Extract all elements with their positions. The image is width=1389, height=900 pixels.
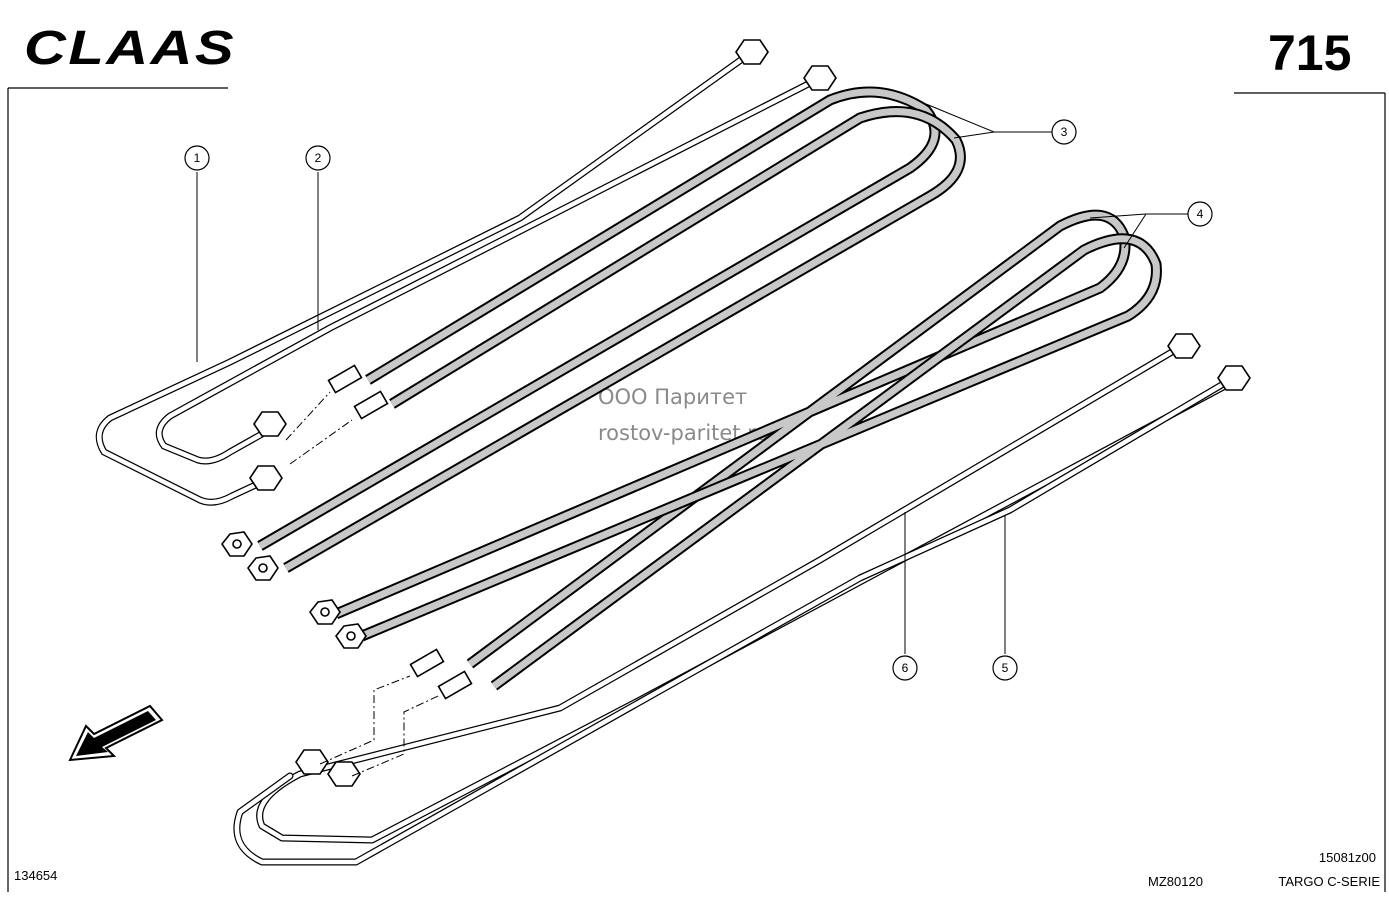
callout-3: 3 — [1051, 119, 1077, 145]
svg-text:1: 1 — [194, 151, 201, 165]
svg-text:6: 6 — [902, 661, 909, 675]
pipe-fittings-upper — [249, 39, 837, 491]
hose-3a — [257, 86, 941, 551]
pipe-2 — [155, 74, 824, 465]
direction-arrow-icon — [68, 704, 164, 762]
pipe-fittings-lower — [295, 333, 1251, 787]
leader-lines — [196, 103, 1188, 654]
sheet-number: 715 — [1268, 25, 1351, 81]
svg-text:2: 2 — [315, 151, 322, 165]
callout-5: 5 — [992, 655, 1018, 681]
hose-3b — [283, 106, 966, 573]
claas-logo: CLAAS — [24, 22, 236, 75]
figure-code: 15081z00 — [1319, 850, 1376, 865]
callout-1: 1 — [184, 145, 210, 171]
hose-3-fittings — [221, 364, 389, 581]
sheet-frame — [7, 87, 1386, 892]
svg-text:4: 4 — [1197, 207, 1204, 221]
hose-4-fittings — [309, 599, 473, 700]
model-code: MZ80120 — [1148, 874, 1203, 889]
callout-6: 6 — [892, 655, 918, 681]
svg-text:5: 5 — [1002, 661, 1009, 675]
drawing-id: 134654 — [14, 868, 57, 883]
pipe-1 — [95, 48, 756, 506]
callout-4: 4 — [1187, 201, 1213, 227]
watermark-company: ООО Паритет — [598, 385, 747, 409]
series-name: TARGO C-SERIE — [1278, 874, 1380, 889]
svg-text:3: 3 — [1061, 125, 1068, 139]
pipe-5 — [233, 376, 1234, 866]
connection-lines — [285, 391, 439, 777]
hose-4b — [359, 233, 1162, 691]
pipe-6 — [256, 342, 1244, 844]
callout-2: 2 — [305, 145, 331, 171]
